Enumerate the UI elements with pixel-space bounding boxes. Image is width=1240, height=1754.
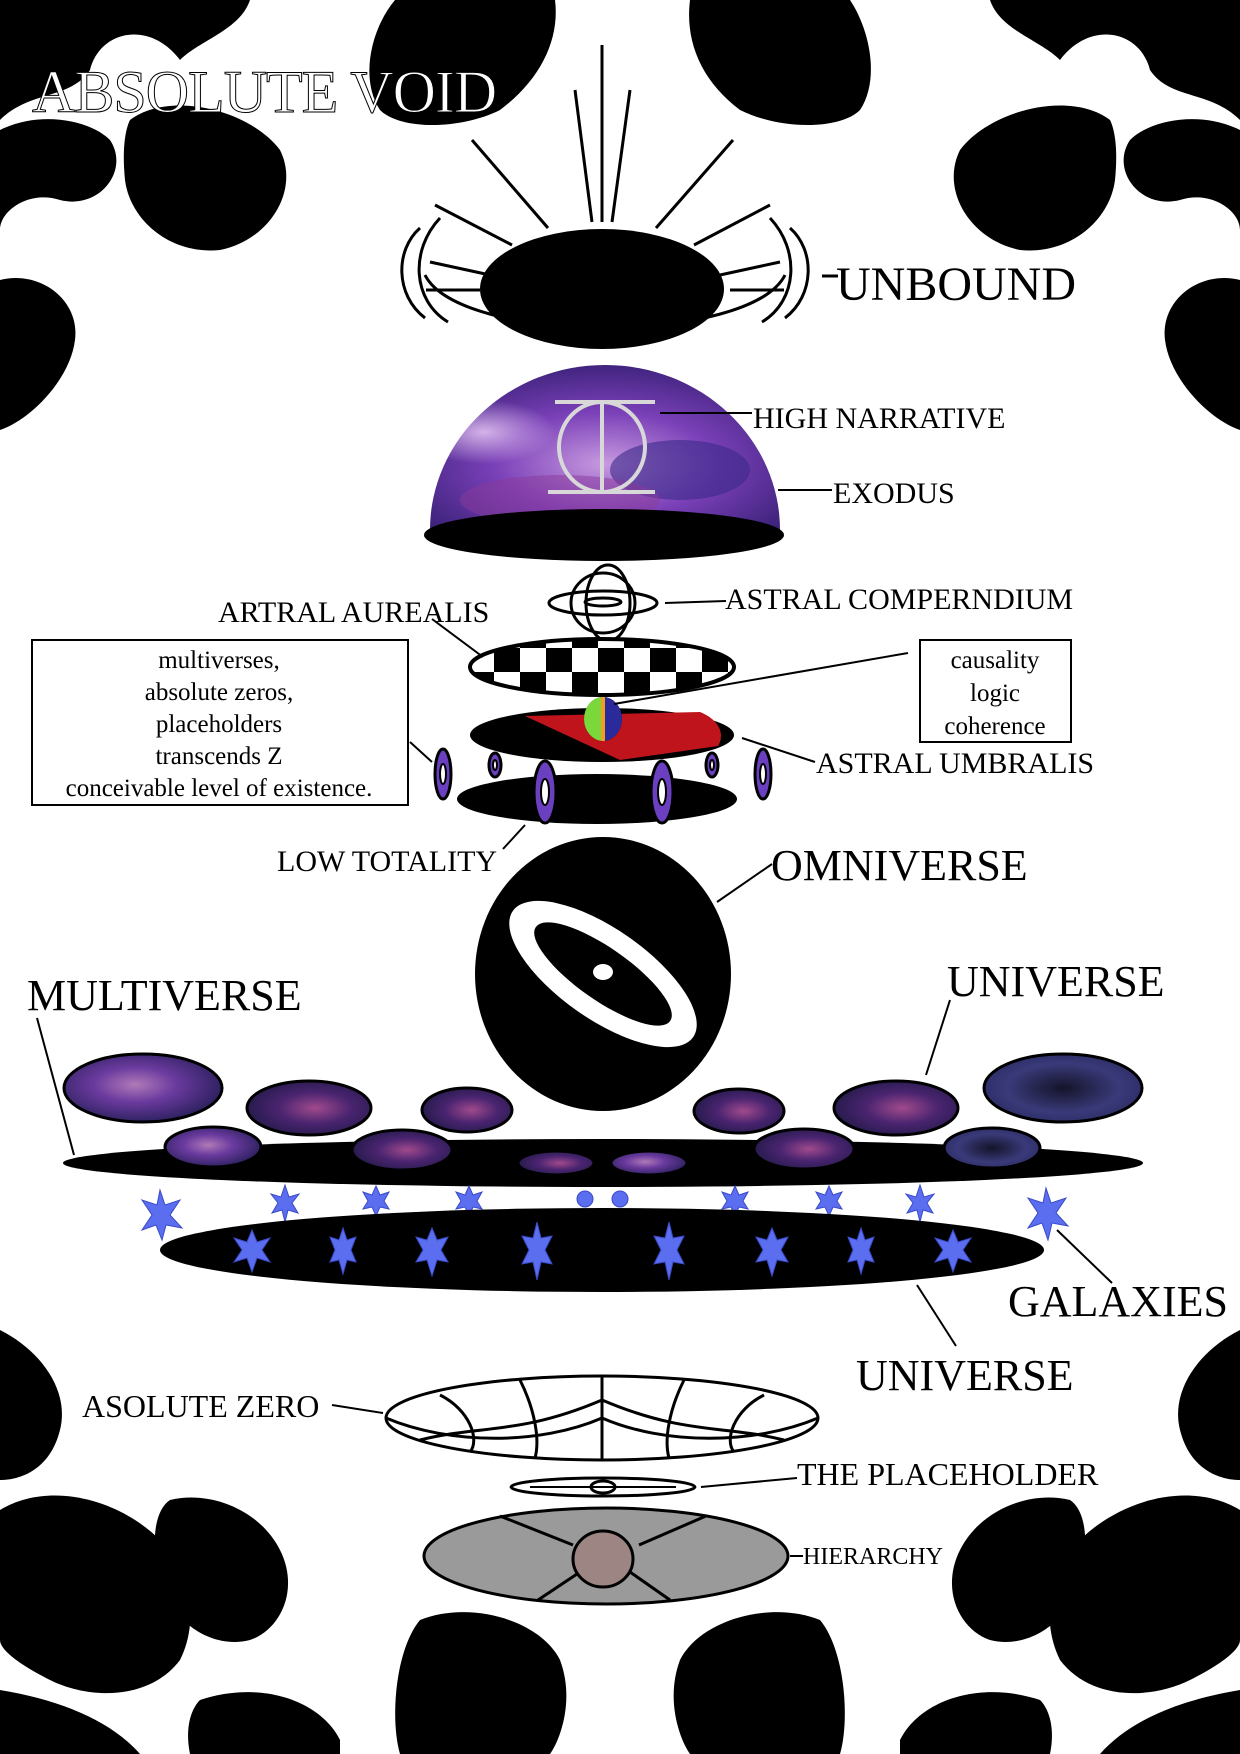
astral-compendium-label: ASTRAL COMPERNDIUM [725, 583, 1073, 616]
high-narrative-symbol [548, 400, 655, 494]
left-box-line-3: placeholders [156, 711, 282, 738]
left-box-line-5: conceivable level of existence. [66, 775, 373, 802]
left-box-line-4: transcends Z [155, 743, 282, 770]
astral-umbralis-label: ASTRAL UMBRALIS [816, 747, 1094, 780]
placeholder-disc [509, 1476, 697, 1498]
universe-bubbles [62, 1052, 1144, 1177]
galaxies-label: GALAXIES [1008, 1277, 1228, 1326]
unbound-symbol [400, 45, 810, 329]
placeholder-label: THE PLACEHOLDER [797, 1456, 1099, 1492]
right-info-box [919, 639, 1072, 743]
right-box-line-1: causality [951, 647, 1040, 674]
multiverse-disc [63, 1139, 1143, 1187]
left-info-box [31, 639, 409, 806]
hierarchy-disc [422, 1506, 790, 1606]
left-box-line-1: multiverses, [158, 647, 280, 674]
astral-umbralis-orb [584, 697, 622, 741]
left-box-line-2: absolute zeros, [145, 679, 294, 706]
galaxy-stars-lower [232, 1221, 973, 1281]
exodus-label: EXODUS [833, 477, 955, 510]
artral-aurealis-label: ARTRAL AUREALIS [218, 596, 489, 629]
portal-ring-holes [439, 759, 767, 806]
absolute-zero-label: ASOLUTE ZERO [82, 1388, 319, 1424]
universe-bottom-label: UNIVERSE [856, 1351, 1074, 1400]
artral-aurealis-disc [468, 637, 736, 697]
multiverse-label: MULTIVERSE [27, 971, 302, 1020]
title: ABSOLUTE VOID [32, 59, 496, 125]
astral-compendium-symbol [547, 563, 659, 643]
low-totality-disc [457, 774, 737, 824]
hierarchy-label: HIERARCHY [803, 1544, 943, 1570]
unbound-core [480, 229, 724, 349]
unbound-label: UNBOUND [836, 258, 1076, 311]
universe-top-label: UNIVERSE [947, 957, 1165, 1006]
absolute-zero-disc [384, 1374, 820, 1462]
low-totality-label: LOW TOTALITY [277, 845, 497, 878]
exodus-dome [424, 365, 784, 561]
high-narrative-label: HIGH NARRATIVE [753, 402, 1005, 435]
omniverse-label: OMNIVERSE [771, 841, 1028, 890]
right-box-line-2: logic [970, 680, 1020, 707]
omniverse-sphere [475, 837, 731, 1111]
right-box-line-3: coherence [944, 713, 1045, 740]
universe-disc [160, 1208, 1044, 1292]
